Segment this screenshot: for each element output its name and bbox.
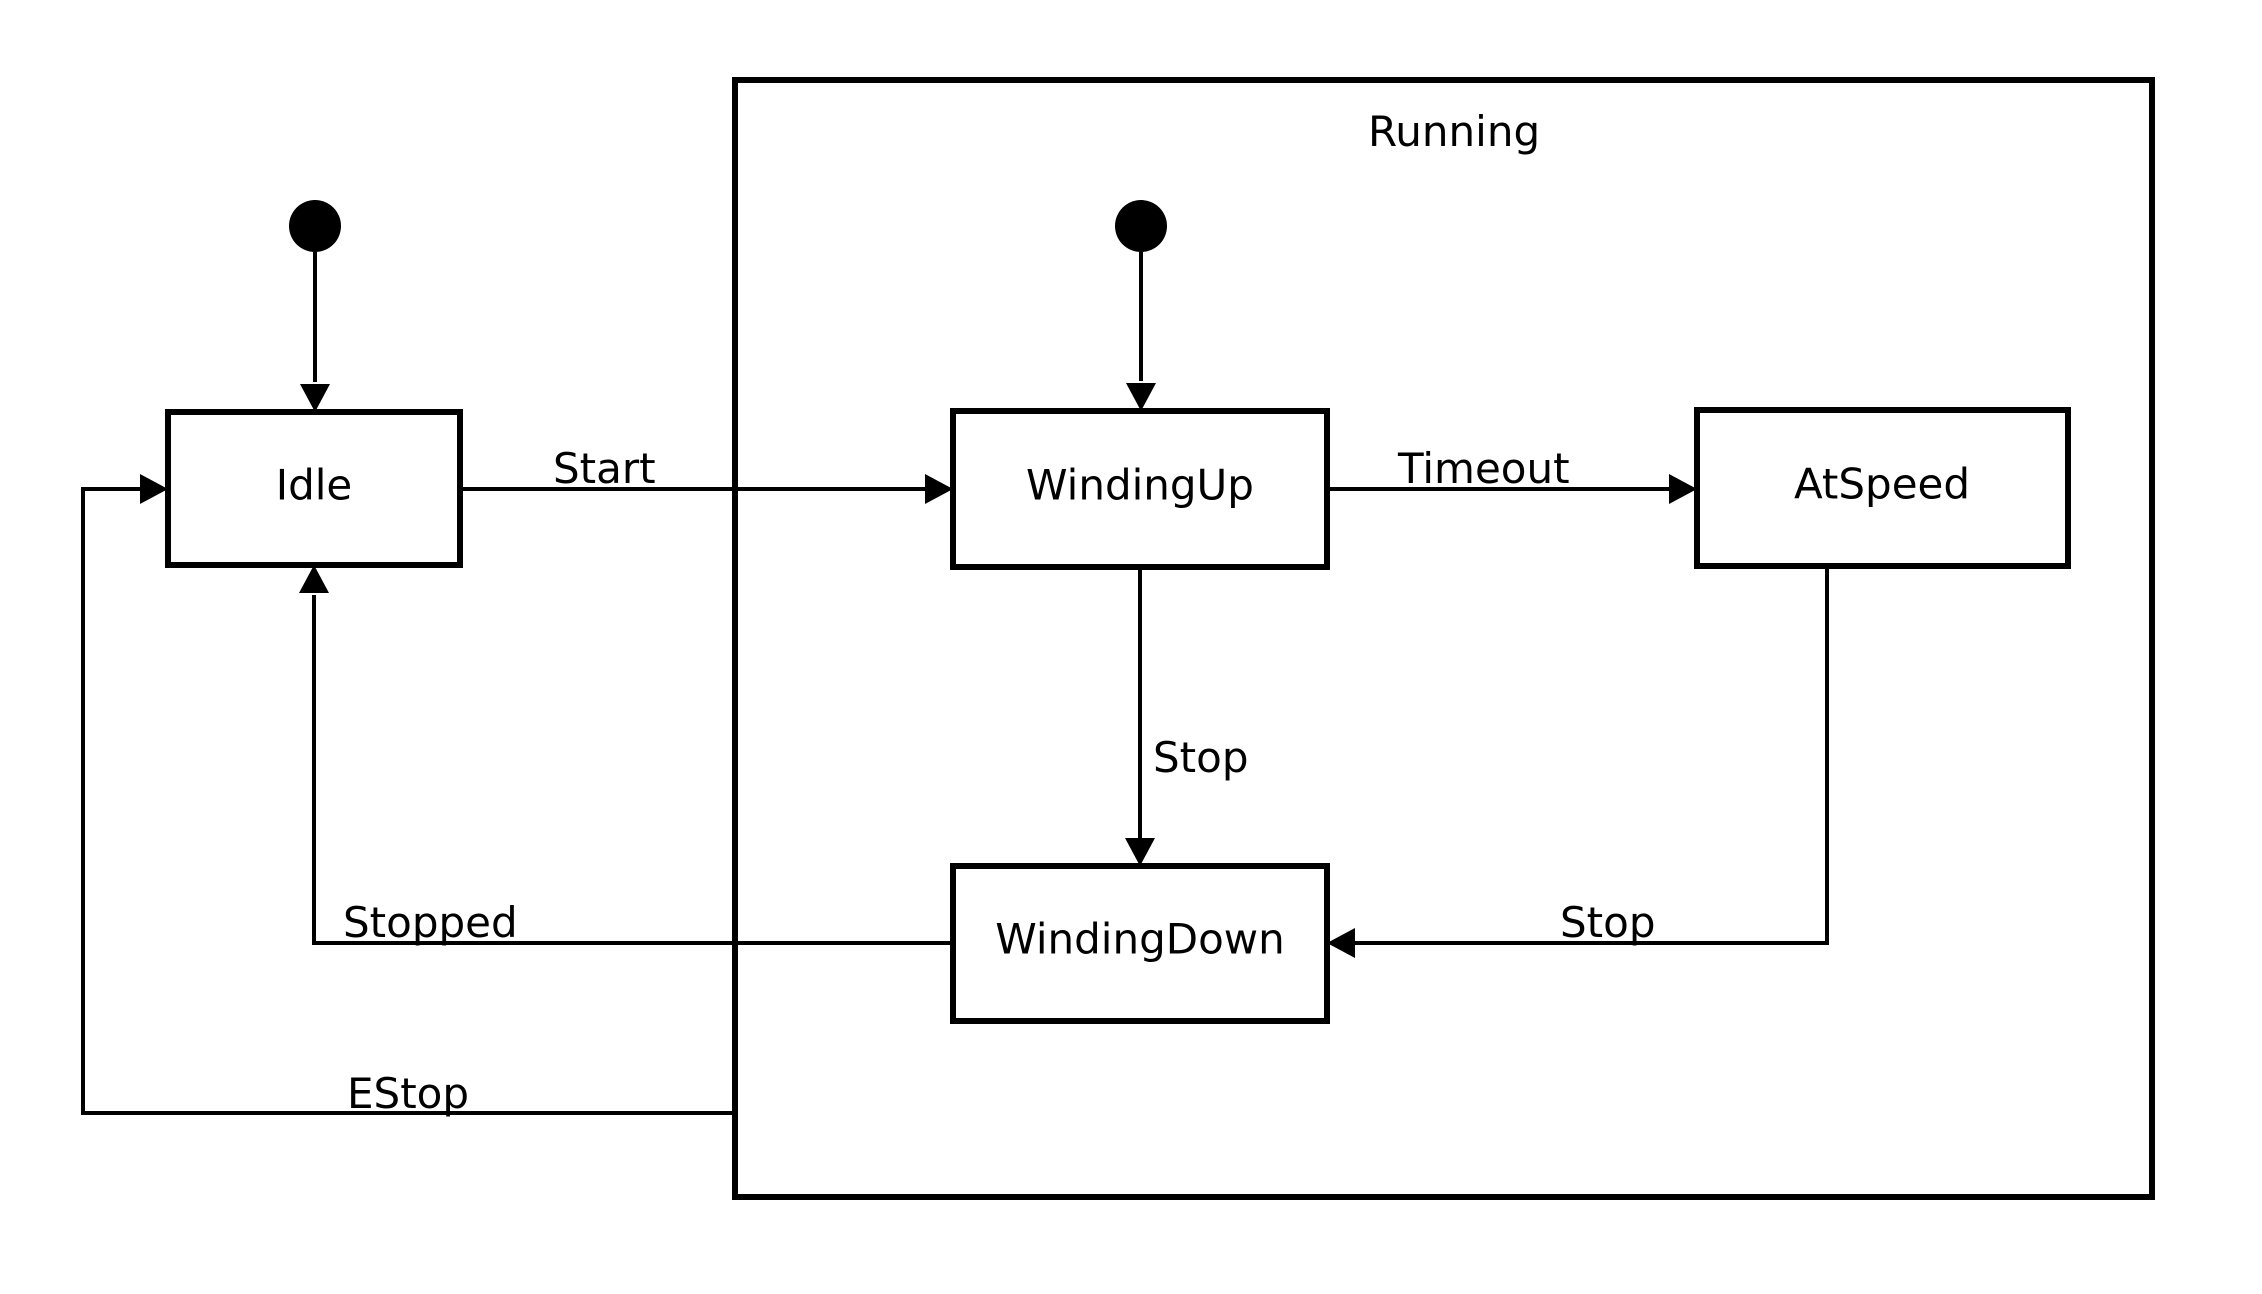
transition-start[interactable]: Start bbox=[460, 444, 953, 504]
transition-start-label: Start bbox=[553, 444, 656, 493]
transition-timeout-label: Timeout bbox=[1397, 444, 1570, 493]
transition-stopped-line bbox=[312, 595, 953, 945]
transition-stop-atspeed-label: Stop bbox=[1560, 898, 1655, 947]
initial-state-running[interactable] bbox=[1115, 200, 1167, 411]
state-idle-label: Idle bbox=[276, 461, 353, 510]
state-windingdown-label: WindingDown bbox=[995, 915, 1285, 964]
transition-estop[interactable]: EStop bbox=[81, 474, 735, 1118]
initial-transition-windingup-arrowhead bbox=[1126, 383, 1156, 411]
state-windingup-label: WindingUp bbox=[1026, 461, 1254, 510]
state-windingdown[interactable]: WindingDown bbox=[950, 863, 1330, 1024]
state-idle[interactable]: Idle bbox=[165, 409, 463, 568]
transition-stop-atspeed-arrowhead bbox=[1327, 928, 1355, 958]
transition-stopped-arrowhead bbox=[299, 565, 329, 593]
transition-stop-windingup-label: Stop bbox=[1153, 733, 1248, 782]
initial-state-running-dot-icon bbox=[1115, 200, 1167, 252]
transition-stop-windingup[interactable]: Stop bbox=[1125, 567, 1248, 866]
transition-estop-label: EStop bbox=[347, 1069, 469, 1118]
transition-timeout-arrowhead bbox=[1669, 474, 1697, 504]
region-running-label: Running bbox=[1368, 107, 1540, 156]
transition-estop-arrowhead bbox=[140, 474, 168, 504]
state-atspeed[interactable]: AtSpeed bbox=[1694, 407, 2071, 569]
transition-stop-atspeed-line bbox=[1342, 566, 1829, 945]
region-running[interactable]: Running bbox=[732, 77, 2155, 1200]
transition-start-arrowhead bbox=[925, 474, 953, 504]
transition-timeout[interactable]: Timeout bbox=[1327, 444, 1697, 504]
transition-estop-line bbox=[81, 487, 735, 1115]
transition-stopped[interactable]: Stopped bbox=[299, 565, 953, 947]
initial-state-top-level[interactable] bbox=[289, 200, 341, 412]
state-windingup-box bbox=[950, 408, 1330, 570]
initial-transition-idle-arrowhead bbox=[300, 384, 330, 412]
state-atspeed-box bbox=[1694, 407, 2071, 569]
transition-stop-atspeed[interactable]: Stop bbox=[1327, 566, 1829, 958]
state-windingdown-box bbox=[950, 863, 1330, 1024]
transition-stopped-label: Stopped bbox=[343, 898, 518, 947]
transition-stop-windingup-arrowhead bbox=[1125, 838, 1155, 866]
state-atspeed-label: AtSpeed bbox=[1794, 460, 1970, 509]
region-running-border bbox=[732, 77, 2155, 1200]
state-idle-box bbox=[165, 409, 463, 568]
initial-state-dot-icon bbox=[289, 200, 341, 252]
state-windingup[interactable]: WindingUp bbox=[950, 408, 1330, 570]
